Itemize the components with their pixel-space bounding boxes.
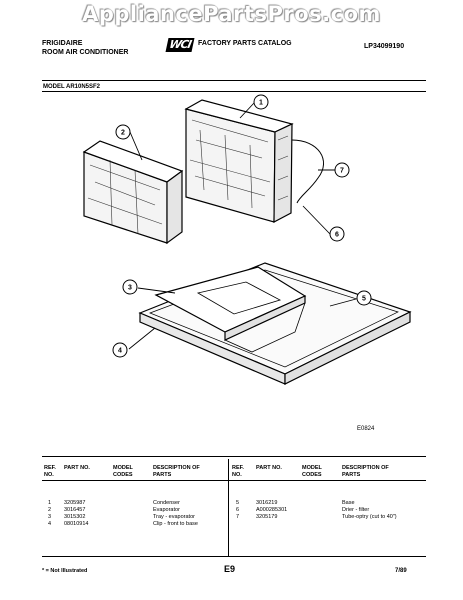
callout-5: 5 xyxy=(362,296,366,303)
header-rule xyxy=(42,80,426,81)
ref-no-header-right: REF. NO. xyxy=(232,465,244,478)
left-part-1: 3205987 xyxy=(64,500,86,506)
catalog-title: FACTORY PARTS CATALOG xyxy=(198,40,292,47)
callout-6: 6 xyxy=(335,232,339,239)
model-codes-header-right: MODEL CODES xyxy=(302,465,322,478)
left-desc-3: Tray - evaporator xyxy=(153,514,195,520)
catalog-number: LP34099190 xyxy=(364,43,405,50)
brand-label: FRIGIDAIRE xyxy=(42,40,83,47)
callout-1: 1 xyxy=(259,100,263,107)
left-part-2: 3016457 xyxy=(64,507,86,513)
right-ref-5: 5 xyxy=(236,500,240,506)
right-desc-7: Tube-optry (cut to 40") xyxy=(342,514,397,520)
callout-3: 3 xyxy=(128,285,132,292)
left-part-3: 3015302 xyxy=(64,514,86,520)
ref-no-header: REF. NO. xyxy=(44,465,56,478)
left-part-4: 08010914 xyxy=(64,521,89,527)
table-divider xyxy=(228,459,229,556)
watermark-text: AppliancePartsPros.com xyxy=(82,2,381,26)
callout-2: 2 xyxy=(121,130,125,137)
description-header: DESCRIPTION OF PARTS xyxy=(153,465,200,478)
left-desc-2: Evaporator xyxy=(153,507,180,513)
left-ref-2: 2 xyxy=(48,507,52,513)
evaporator-part xyxy=(82,140,184,245)
model-label: MODEL AR10N5SF2 xyxy=(43,84,101,90)
left-ref-4: 4 xyxy=(48,521,52,527)
part-no-header-right: PART NO. xyxy=(256,465,282,471)
condenser-part xyxy=(184,99,324,224)
diagram-code: E0824 xyxy=(357,426,375,432)
tray-part xyxy=(154,266,307,353)
description-header-right: DESCRIPTION OF PARTS xyxy=(342,465,389,478)
right-desc-5: Base xyxy=(342,500,355,506)
right-ref-6: 6 xyxy=(236,507,240,513)
callout-7: 7 xyxy=(340,168,344,175)
part-no-header: PART NO. xyxy=(64,465,90,471)
table-top-rule xyxy=(42,456,426,457)
left-desc-1: Condenser xyxy=(153,500,180,506)
callout-4: 4 xyxy=(118,348,122,355)
right-desc-6: Drier - filter xyxy=(342,507,370,513)
product-label: ROOM AIR CONDITIONER xyxy=(42,49,129,56)
table-bottom-rule xyxy=(42,556,426,557)
model-codes-header: MODEL CODES xyxy=(113,465,133,478)
left-desc-4: Clip - front to base xyxy=(153,521,198,527)
left-ref-1: 1 xyxy=(48,500,52,506)
footnote: * = Not Illustrated xyxy=(42,568,88,574)
right-part-7: 3205179 xyxy=(256,514,278,520)
page-number: E9 xyxy=(224,564,236,574)
date-label: 7/89 xyxy=(395,568,407,574)
table-header-rule xyxy=(42,480,426,481)
right-part-6: A000285301 xyxy=(256,507,288,513)
left-ref-3: 3 xyxy=(48,514,52,520)
right-ref-7: 7 xyxy=(236,514,240,520)
right-part-5: 3016219 xyxy=(256,500,278,506)
model-rule xyxy=(42,91,426,92)
